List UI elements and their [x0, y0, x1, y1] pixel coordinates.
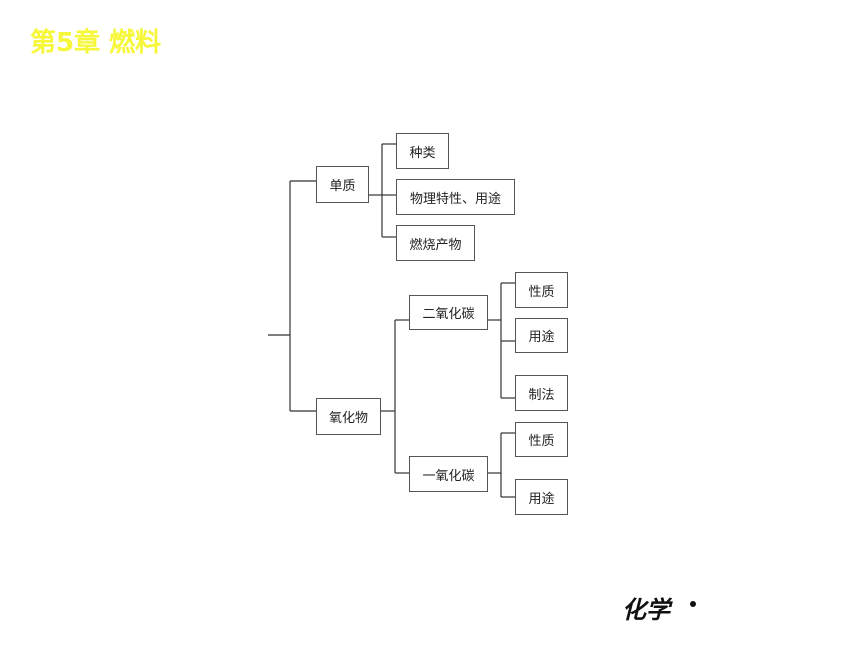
node-co2-uses: 用途	[515, 318, 568, 353]
node-elemental-combustion-products: 燃烧产物	[396, 225, 475, 261]
node-co-uses: 用途	[515, 479, 568, 515]
node-co-properties: 性质	[515, 422, 568, 457]
node-co2-preparation: 制法	[515, 375, 568, 411]
node-elemental: 单质	[316, 166, 369, 203]
node-co2: 二氧化碳	[409, 295, 488, 330]
bullet-dot-icon	[690, 601, 696, 607]
chapter-title: 第5章 燃料	[30, 28, 162, 58]
node-elemental-properties-uses: 物理特性、用途	[396, 179, 515, 215]
node-oxides: 氧化物	[316, 398, 381, 435]
node-co2-properties: 性质	[515, 272, 568, 308]
subject-label: 化学	[622, 595, 670, 624]
node-elemental-types: 种类	[396, 133, 449, 169]
node-co: 一氧化碳	[409, 456, 488, 492]
